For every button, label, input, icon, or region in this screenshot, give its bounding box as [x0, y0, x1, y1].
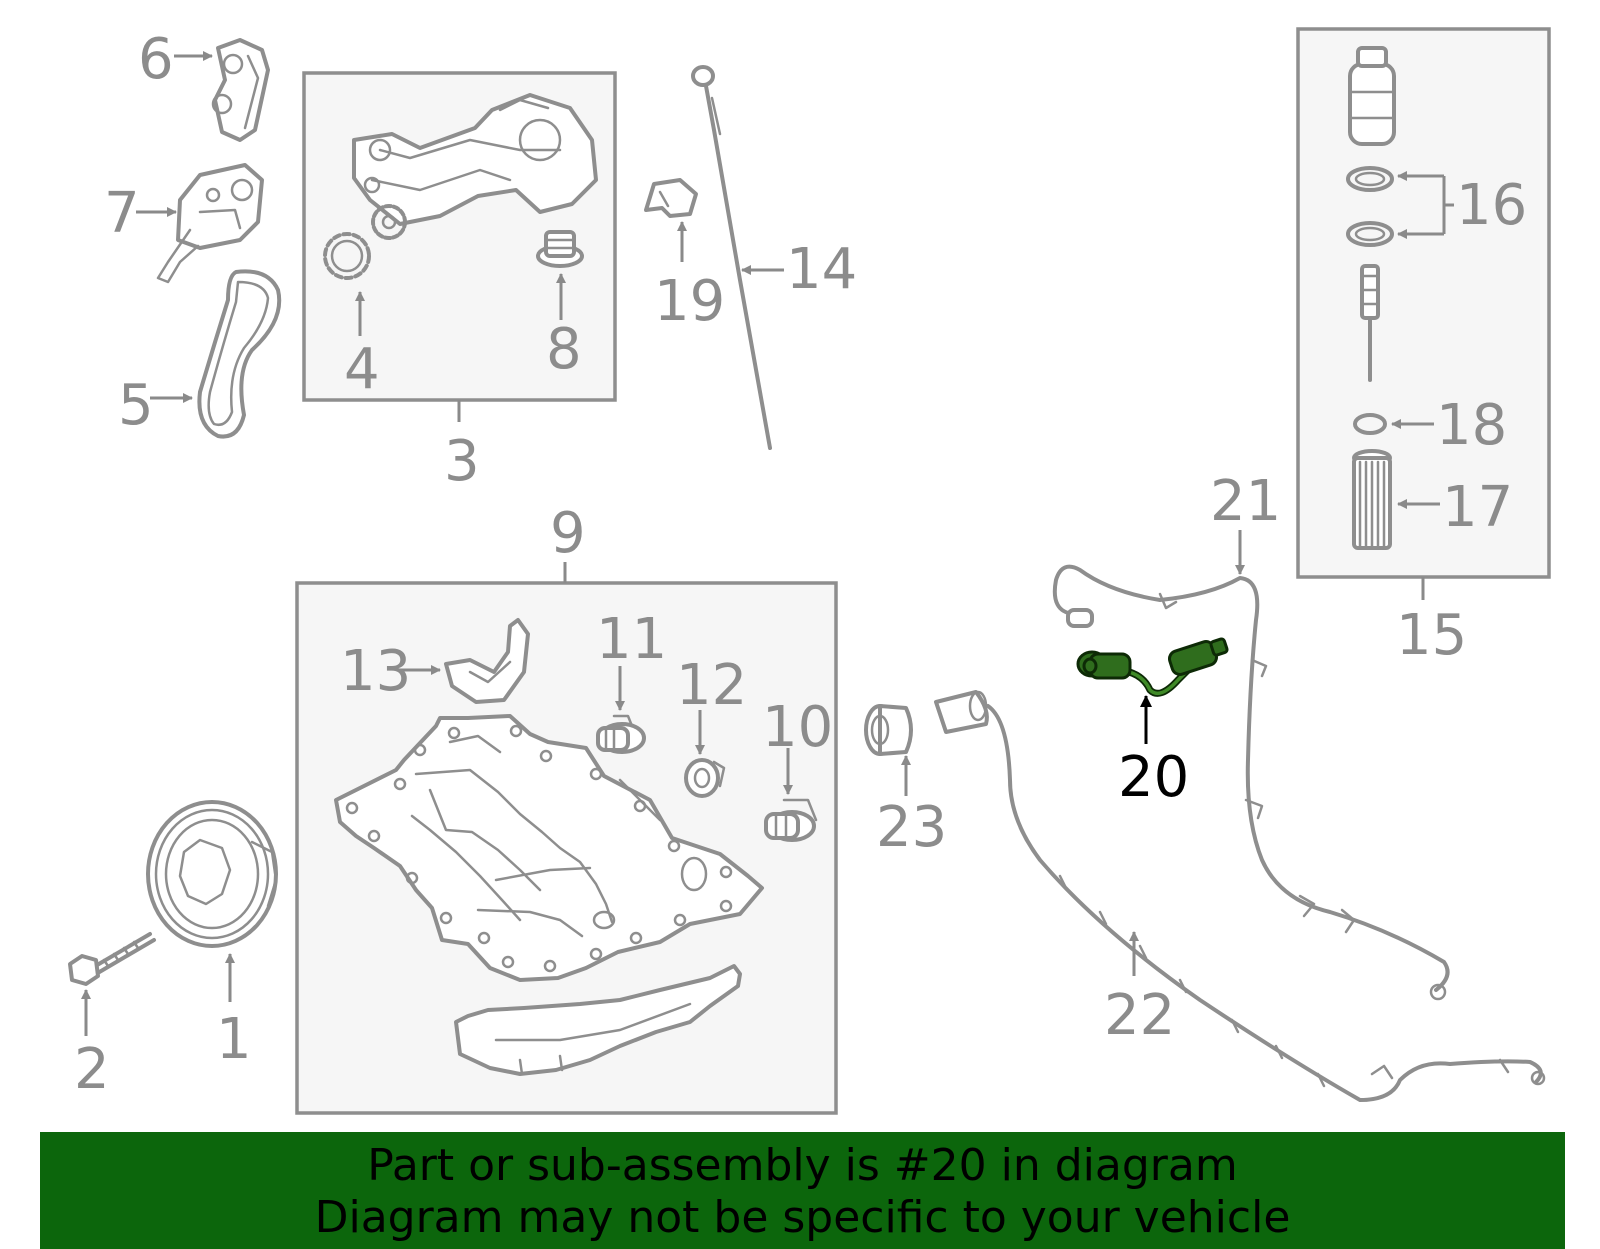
callout-4: 4	[344, 337, 380, 402]
part-1-pulley	[146, 800, 278, 948]
callout-9: 9	[550, 501, 586, 566]
part-9-oil-pan	[334, 714, 764, 982]
callout-13: 13	[340, 639, 411, 704]
part-6-bracket	[211, 38, 270, 142]
callout-15: 15	[1396, 603, 1467, 668]
callout-16: 16	[1456, 173, 1527, 238]
part-23-grommet	[864, 704, 913, 756]
part-7-cover	[156, 163, 264, 284]
callout-8: 8	[546, 317, 582, 382]
callout-12: 12	[676, 653, 747, 718]
callout-23: 23	[876, 795, 947, 860]
part-22-harness	[934, 690, 1546, 1102]
group-box-15	[1296, 27, 1551, 579]
part-18-o-ring	[1353, 413, 1387, 435]
part-19-clip	[644, 178, 698, 218]
part-2-bolt	[68, 932, 156, 986]
callout-17: 17	[1442, 475, 1513, 540]
banner-line-1: Part or sub-assembly is #20 in diagram	[367, 1140, 1238, 1191]
part-13-bracket	[444, 618, 530, 704]
part-11-plug	[596, 714, 646, 754]
part-16-o-rings	[1346, 166, 1394, 247]
part-15-filter-cap	[1348, 46, 1396, 146]
part-9-baffle	[454, 964, 742, 1076]
callout-6: 6	[138, 27, 174, 92]
callout-22: 22	[1104, 983, 1175, 1048]
part-8-plug	[536, 230, 584, 268]
callout-20: 20	[1118, 745, 1189, 810]
callout-14: 14	[786, 237, 857, 302]
part-4-gear	[323, 232, 371, 280]
callout-5: 5	[118, 373, 154, 438]
part-3-gear-small	[371, 204, 407, 240]
callout-2: 2	[74, 1037, 110, 1102]
callout-7: 7	[104, 181, 140, 246]
callout-3: 3	[444, 429, 480, 494]
part-10-plug	[764, 798, 818, 842]
part-12-bushing	[684, 758, 726, 798]
part-14-dipstick	[691, 65, 772, 450]
part-center-tube	[1360, 264, 1380, 382]
callout-1: 1	[216, 1007, 252, 1072]
part-17-filter-element	[1352, 449, 1392, 550]
callout-18: 18	[1436, 393, 1507, 458]
info-banner: Part or sub-assembly is #20 in diagram D…	[40, 1132, 1565, 1249]
callout-10: 10	[762, 695, 833, 760]
part-5-chain	[197, 269, 282, 439]
callout-11: 11	[596, 607, 667, 672]
callout-21: 21	[1210, 469, 1281, 534]
part-21-harness	[1052, 564, 1450, 1001]
part-20-sensor	[1076, 637, 1229, 697]
bracket-16	[1397, 171, 1454, 239]
callout-19: 19	[654, 269, 725, 334]
banner-line-2: Diagram may not be specific to your vehi…	[314, 1192, 1291, 1243]
